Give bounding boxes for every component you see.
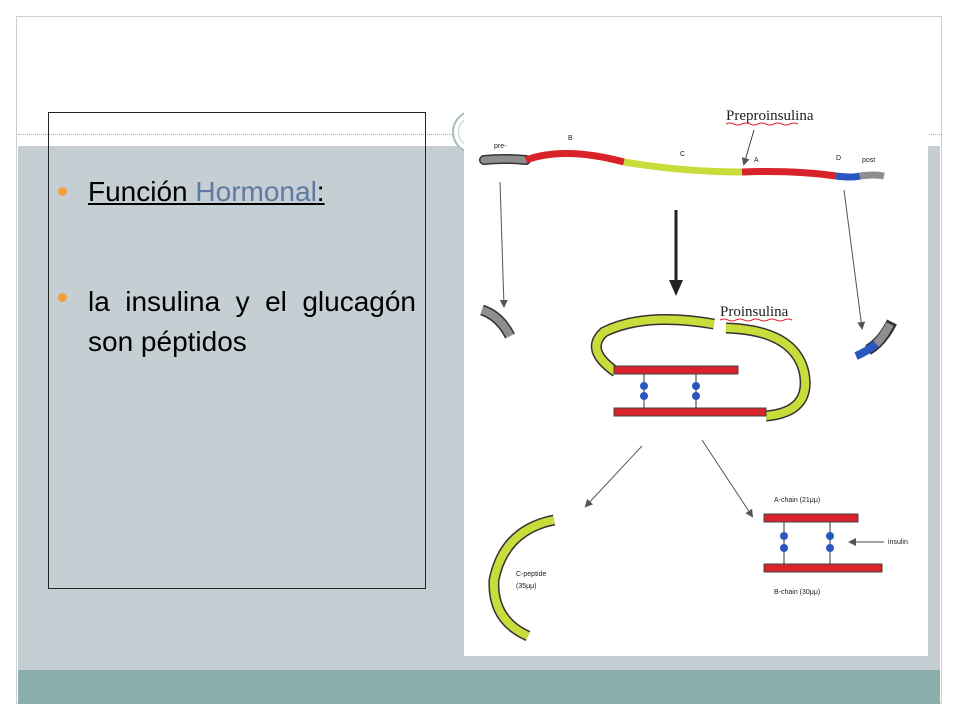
c-peptide-shape	[489, 516, 555, 640]
cleaved-pre	[480, 306, 514, 338]
title-underline	[725, 122, 799, 126]
label-c: C	[680, 151, 685, 158]
bullet-icon	[58, 293, 67, 302]
heading-suffix: :	[316, 176, 325, 207]
segment-b	[524, 149, 625, 166]
heading-prefix: Función	[88, 176, 196, 207]
pointer-arrow	[741, 129, 755, 166]
b-chain	[763, 563, 883, 573]
cleaved-post-gray	[873, 322, 894, 347]
slide-heading: Función Hormonal:	[88, 176, 325, 208]
label-insulin: insulin	[888, 539, 908, 546]
segment-post	[859, 171, 885, 180]
segment-d	[835, 172, 861, 181]
arrow-to-post	[843, 189, 866, 330]
proinsulina-underline	[719, 318, 793, 322]
label-d: D	[836, 155, 841, 162]
bullet-icon	[58, 187, 67, 196]
c-loop-left	[592, 315, 715, 376]
label-post: post	[862, 157, 875, 164]
segment-c	[623, 158, 743, 176]
label-c-peptide: C-peptide	[516, 571, 546, 578]
main-arrow-head	[669, 280, 683, 296]
b-chain-pro	[613, 407, 767, 417]
segment-a	[741, 168, 837, 180]
disulfide-bonds	[780, 522, 834, 564]
disulfide-bonds-pro	[640, 374, 700, 408]
insulin-diagram: Preproinsulina pre- B C A D post Proinsu…	[464, 108, 928, 656]
label-pre: pre-	[494, 143, 507, 150]
insulin-diagram-svg: Preproinsulina pre- B C A D post Proinsu…	[479, 108, 908, 642]
label-b-chain: B-chain (30μμ)	[774, 589, 820, 596]
label-c-peptide-size: (35μμ)	[516, 583, 537, 590]
text-box	[48, 112, 426, 589]
title-preproinsulina: Preproinsulina	[726, 110, 814, 124]
c-loop-right	[725, 324, 810, 420]
a-chain	[763, 513, 859, 523]
cleaved-post-blue	[854, 340, 879, 360]
footer-bar	[18, 670, 940, 704]
arrow-to-pre	[499, 181, 508, 308]
label-a: A	[754, 157, 759, 164]
title-proinsulina: Proinsulina	[720, 304, 789, 320]
hormonal-link[interactable]: Hormonal	[195, 176, 317, 207]
segment-pre	[480, 155, 530, 164]
a-chain-pro	[613, 365, 739, 375]
arrow-to-insulin	[701, 439, 754, 518]
label-a-chain: A-chain (21μμ)	[774, 497, 820, 504]
body-text: la insulina y el glucagón son péptidos	[88, 286, 416, 357]
label-b: B	[568, 135, 573, 142]
arrow-to-c-peptide	[584, 445, 643, 508]
